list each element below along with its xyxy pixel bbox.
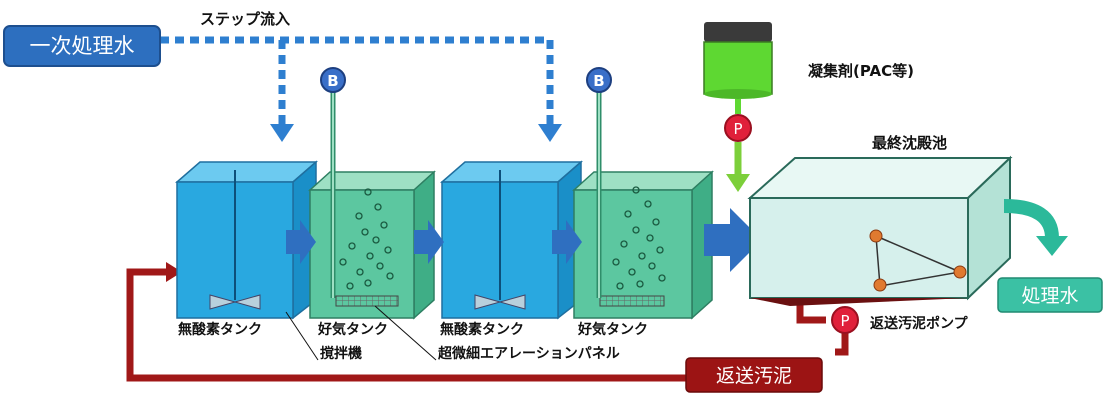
step-inflow-label: ステップ流入 bbox=[200, 10, 290, 28]
aeration-panel-2 bbox=[599, 295, 665, 307]
aeration-panel-1 bbox=[335, 295, 399, 307]
return-sludge-badge: 返送汚泥 bbox=[685, 357, 823, 393]
anoxic-tank-1-label: 無酸素タンク bbox=[178, 321, 262, 338]
primary-water-label: 一次処理水 bbox=[30, 34, 135, 58]
return-sludge-pump: P bbox=[831, 306, 859, 334]
anoxic-tank-2-label: 無酸素タンク bbox=[440, 321, 524, 338]
coagulant-pump-symbol: P bbox=[733, 120, 742, 138]
blower-1: B bbox=[320, 67, 346, 298]
return-sludge-label: 返送汚泥 bbox=[716, 365, 792, 387]
aerobic-tank-1 bbox=[308, 170, 436, 320]
primary-water-badge: 一次処理水 bbox=[3, 25, 161, 67]
flow-arrow-3 bbox=[552, 220, 582, 264]
leader-lines bbox=[285, 305, 437, 361]
flow-arrow-4 bbox=[704, 208, 762, 272]
flow-arrow-2 bbox=[414, 220, 444, 264]
step-inflow-arrow-2 bbox=[538, 124, 562, 142]
aerobic-tank-2-label: 好気タンク bbox=[577, 321, 648, 338]
treated-water-label: 処理水 bbox=[1021, 285, 1078, 307]
coagulant-label: 凝集剤(PAC等) bbox=[808, 62, 914, 80]
blower-1-symbol: B bbox=[327, 72, 338, 90]
final-settling-tank-label: 最終沈殿池 bbox=[872, 134, 947, 152]
stirrer-impeller-1 bbox=[209, 294, 237, 310]
sludge-scraper bbox=[875, 235, 963, 287]
aerobic-tank-2 bbox=[572, 170, 714, 320]
stirrer-impeller-2 bbox=[474, 294, 502, 310]
return-sludge-pump-label: 返送汚泥ポンプ bbox=[870, 315, 969, 332]
blower-2-symbol: B bbox=[593, 72, 604, 90]
final-settling-tank bbox=[747, 155, 1013, 306]
return-sludge-pump-symbol: P bbox=[840, 312, 849, 330]
step-inflow-lines bbox=[160, 36, 554, 125]
blower-2: B bbox=[586, 67, 612, 298]
coagulant-pump: P bbox=[724, 114, 752, 192]
aeration-panel-label: 超微細エアレーションパネル bbox=[437, 345, 620, 362]
stirrer-label: 撹拌機 bbox=[320, 345, 362, 362]
coagulant-container bbox=[703, 22, 773, 114]
treated-water-badge: 処理水 bbox=[997, 277, 1103, 313]
step-inflow-arrow-1 bbox=[270, 124, 294, 142]
aerobic-tank-1-label: 好気タンク bbox=[317, 321, 388, 338]
treated-water-arrow bbox=[1003, 199, 1059, 239]
flow-arrow-1 bbox=[286, 220, 316, 264]
